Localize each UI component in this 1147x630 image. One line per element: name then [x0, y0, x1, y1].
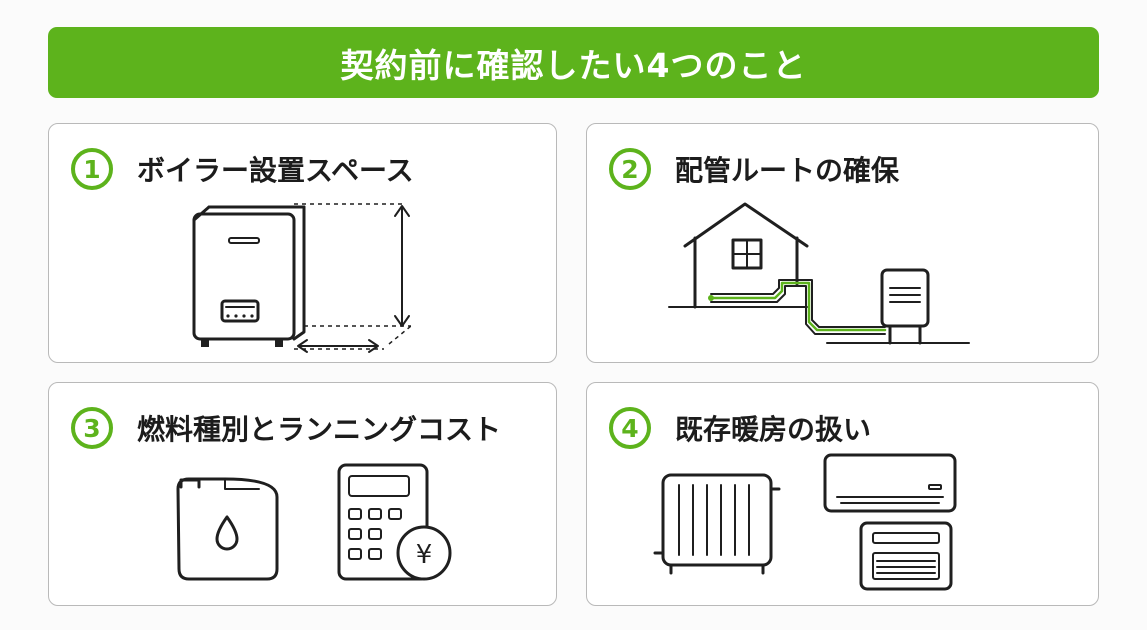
fan-heater-icon [859, 521, 953, 591]
number-badge: 4 [609, 407, 651, 449]
card-title: 既存暖房の扱い [675, 413, 872, 446]
card-title: 燃料種別とランニングコスト [137, 413, 502, 446]
number-badge: 1 [71, 148, 113, 190]
card-header: 4 既存暖房の扱い [609, 407, 871, 449]
radiator-icon [653, 473, 781, 575]
yen-coin-icon [396, 525, 452, 581]
calculator-icon [337, 463, 429, 581]
card-header: 3 燃料種別とランニングコスト [71, 407, 501, 449]
air-conditioner-icon [823, 453, 957, 513]
house-piping-icon [668, 202, 970, 345]
card-existing-heating: 4 既存暖房の扱い [586, 382, 1099, 606]
header-banner: 契約前に確認したい4つのこと [48, 27, 1099, 98]
card-header: 2 配管ルートの確保 [609, 148, 899, 190]
card-title: 配管ルートの確保 [675, 154, 900, 187]
card-piping-route: 2 配管ルートの確保 [586, 123, 1099, 363]
drop-icon [215, 515, 239, 551]
yen-symbol: ¥ [416, 540, 433, 570]
fuel-tank-icon [176, 477, 279, 581]
card-header: 1 ボイラー設置スペース [71, 148, 414, 190]
heaters-icon [653, 453, 957, 591]
number-badge: 2 [609, 148, 651, 190]
banner-title: 契約前に確認したい4つのこと [340, 45, 807, 85]
card-boiler-space: 1 ボイラー設置スペース [48, 123, 557, 363]
number-badge: 3 [71, 407, 113, 449]
card-fuel-cost: 3 燃料種別とランニングコスト ¥ [48, 382, 557, 606]
fuel-cost-icon: ¥ [176, 463, 452, 581]
boiler-icon [192, 203, 412, 353]
card-title: ボイラー設置スペース [137, 154, 414, 187]
